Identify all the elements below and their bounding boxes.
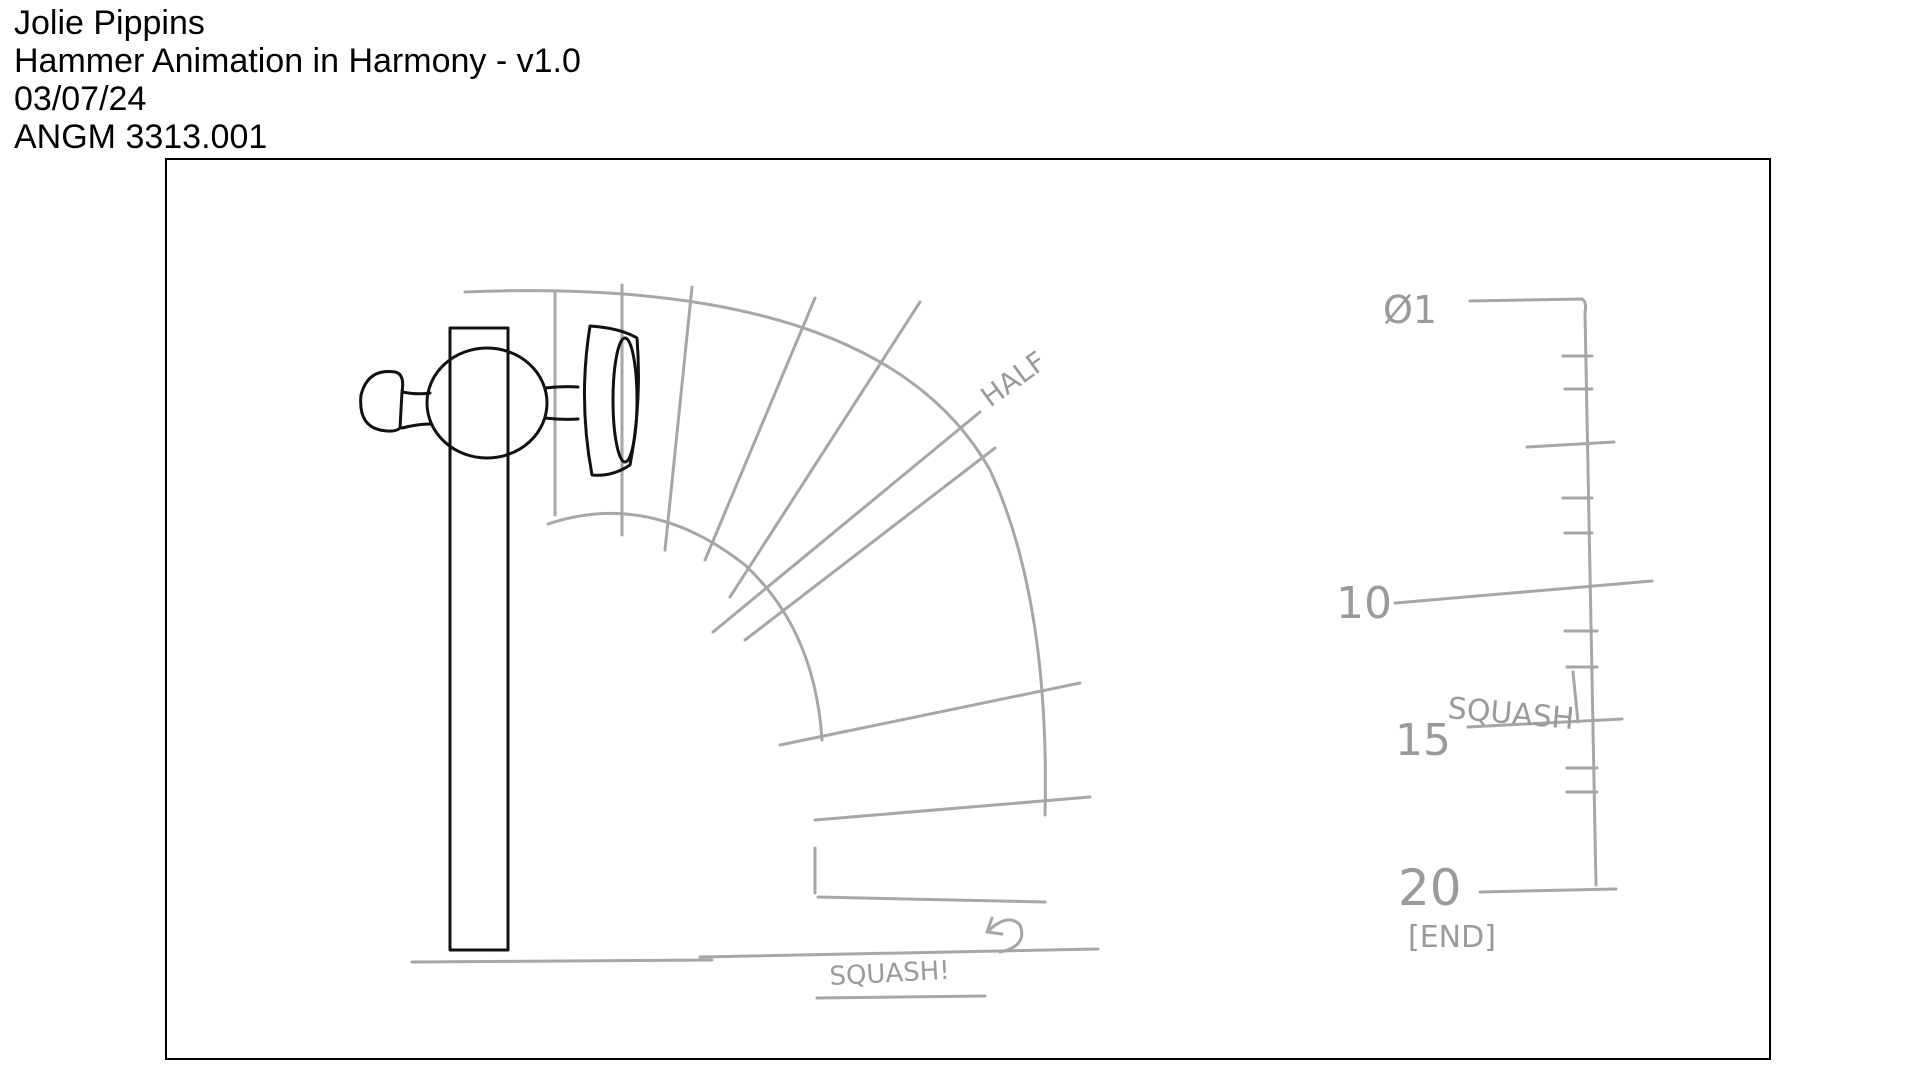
document-title: Hammer Animation in Harmony - v1.0 bbox=[14, 42, 581, 80]
label-end: [END] bbox=[1408, 920, 1496, 955]
label-frame-10: 10 bbox=[1336, 578, 1392, 629]
label-squash: SQUASH bbox=[1446, 691, 1575, 737]
squash-arrow bbox=[985, 916, 1024, 954]
label-frame-20: 20 bbox=[1398, 859, 1462, 917]
ground-line bbox=[410, 947, 1100, 964]
squash-underline bbox=[815, 994, 987, 1000]
storyboard-frame bbox=[165, 158, 1771, 1060]
label-frame-15: 15 bbox=[1395, 715, 1451, 766]
header-info: Jolie Pippins Hammer Animation in Harmon… bbox=[14, 4, 581, 156]
label-half: HALF bbox=[975, 345, 1053, 414]
label-frame-01: Ø1 bbox=[1383, 288, 1437, 332]
arc-guides bbox=[463, 283, 1092, 904]
timing-chart bbox=[1393, 297, 1654, 894]
author-name: Jolie Pippins bbox=[14, 4, 205, 42]
hammer-head bbox=[359, 324, 640, 477]
course-code: ANGM 3313.001 bbox=[14, 118, 268, 156]
document-date: 03/07/24 bbox=[14, 80, 147, 118]
label-squash-exclaim: SQUASH! bbox=[829, 956, 951, 992]
hammer-handle bbox=[448, 326, 510, 952]
